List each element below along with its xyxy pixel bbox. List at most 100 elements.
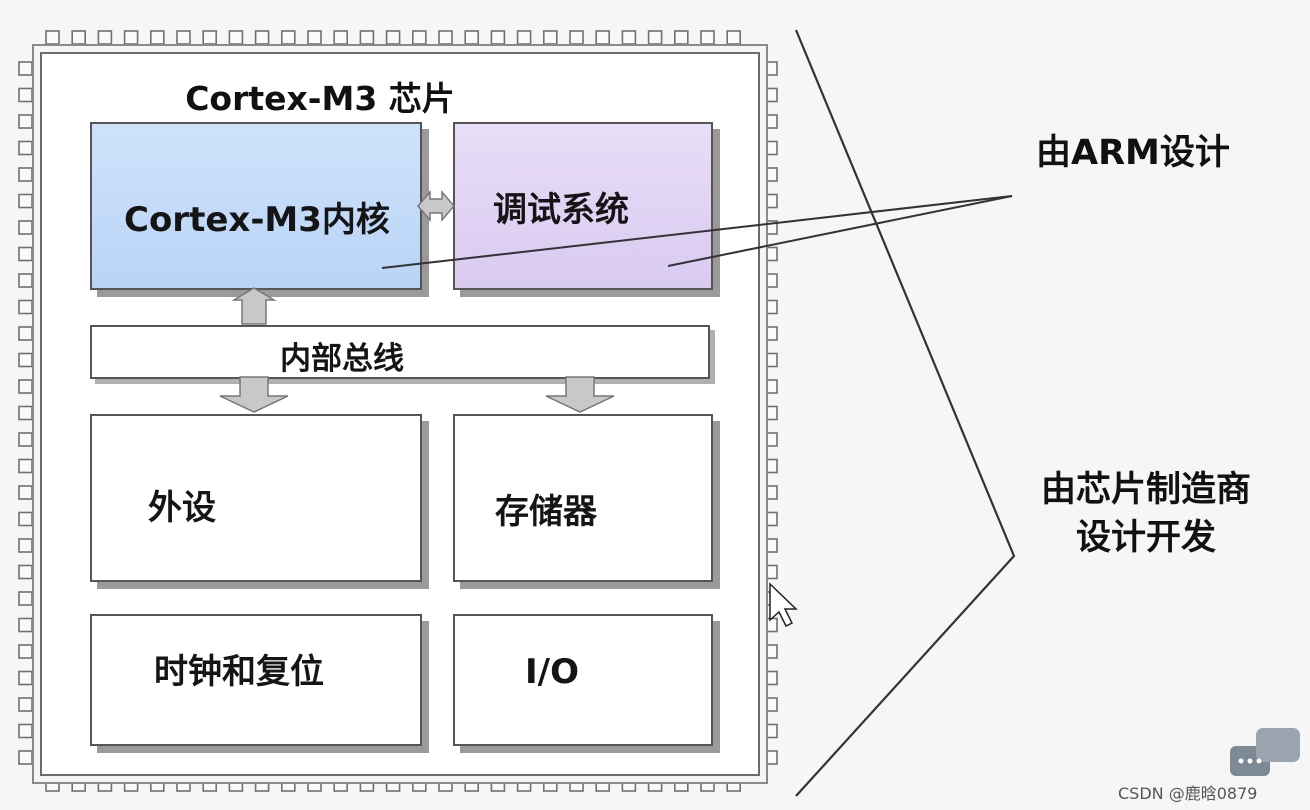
- chip-pin-left: [18, 61, 33, 76]
- io-label: I/O: [525, 652, 579, 692]
- chip-pin-bottom: [490, 777, 506, 792]
- chip-pins: [18, 30, 778, 792]
- chip-pin-bottom: [150, 777, 165, 792]
- chip-pin-left: [18, 697, 33, 712]
- core-block: Cortex-M3内核: [90, 122, 422, 290]
- chip-pin-top: [569, 30, 584, 45]
- chip-pin-top: [700, 30, 715, 45]
- memory-label: 存储器: [495, 492, 597, 532]
- chip-pin-top: [280, 30, 296, 45]
- chip-pin-top: [647, 30, 663, 45]
- chip-pin-left: [18, 723, 33, 739]
- chip-pin-bottom: [359, 777, 375, 792]
- peripherals-label: 外设: [148, 488, 216, 528]
- chip-pin-top: [228, 30, 244, 45]
- chip-pin-top: [254, 30, 270, 45]
- chip-pin-bottom: [202, 777, 217, 792]
- chip-pin-left: [18, 352, 33, 368]
- chip-pin-bottom: [280, 777, 296, 792]
- chip-pin-right: [763, 564, 778, 580]
- chip-pin-bottom: [700, 777, 715, 792]
- chip-pin-top: [359, 30, 375, 45]
- chip-pin-top: [490, 30, 506, 45]
- chip-pin-top: [542, 30, 558, 45]
- chip-pin-top: [464, 30, 480, 45]
- chip-pin-top: [621, 30, 637, 45]
- chip-pin-left: [18, 538, 33, 553]
- chip-pin-bottom: [71, 777, 86, 792]
- chip-pin-bottom: [254, 777, 270, 792]
- core-debug-double-arrow: [417, 189, 455, 223]
- chip-pin-bottom: [595, 777, 611, 792]
- chip-pin-top: [385, 30, 401, 45]
- chip-pin-right: [763, 114, 778, 129]
- chip-pin-right: [763, 273, 778, 288]
- memory-block: 存储器: [453, 414, 713, 582]
- chip-pin-top: [516, 30, 532, 45]
- chip-pin-left: [18, 750, 33, 765]
- chip-pin-left: [18, 644, 33, 659]
- chip-pin-bottom: [726, 777, 742, 792]
- chip-pin-left: [18, 511, 33, 527]
- chip-pin-left: [18, 405, 33, 421]
- chip-pin-right: [763, 750, 778, 765]
- chip-pin-right: [763, 246, 778, 262]
- chip-pin-right: [763, 193, 778, 209]
- vendor-bracket: [794, 29, 1016, 797]
- chip-pin-bottom: [176, 777, 191, 792]
- chip-pin-left: [18, 299, 33, 315]
- chip-pin-left: [18, 379, 33, 394]
- chip-pin-left: [18, 246, 33, 262]
- chip-pin-right: [763, 723, 778, 739]
- chip-pin-left: [18, 140, 33, 156]
- chip-pin-top: [45, 30, 60, 45]
- chip-pin-bottom: [438, 777, 453, 792]
- chip-pin-right: [763, 511, 778, 527]
- chip-pin-left: [18, 591, 33, 606]
- chip-pin-bottom: [542, 777, 558, 792]
- chip-pin-left: [18, 193, 33, 209]
- chip-pin-top: [307, 30, 322, 45]
- clock-reset-label: 时钟和复位: [154, 652, 324, 692]
- arm-pointer-line-debug: [667, 195, 1013, 267]
- bus-memory-arrow: [545, 376, 615, 413]
- chip-pin-top: [726, 30, 742, 45]
- chip-pin-right: [763, 379, 778, 394]
- chip-pin-top: [411, 30, 427, 45]
- chip-pin-bottom: [97, 777, 113, 792]
- chip-pin-top: [595, 30, 611, 45]
- chip-title: Cortex-M3 芯片: [185, 79, 455, 118]
- chip-pin-left: [18, 485, 33, 500]
- csdn-watermark: CSDN @鹿晗0879: [1118, 784, 1258, 803]
- vendor-note-line-1: 由芯片制造商: [1040, 470, 1251, 510]
- chip-pin-right: [763, 432, 778, 447]
- chip-pin-top: [97, 30, 113, 45]
- chip-pin-right: [763, 61, 778, 76]
- chip-pin-top: [438, 30, 453, 45]
- chip-pin-bottom: [464, 777, 480, 792]
- chip-pin-right: [763, 352, 778, 368]
- io-block: I/O: [453, 614, 713, 746]
- chip-pin-top: [176, 30, 191, 45]
- chip-pin-left: [18, 458, 33, 474]
- chip-pin-left: [18, 167, 33, 182]
- chip-pin-left: [18, 326, 33, 341]
- debug-label: 调试系统: [493, 190, 629, 230]
- chip-pin-left: [18, 114, 33, 129]
- chip-pin-left: [18, 273, 33, 288]
- chip-pin-bottom: [333, 777, 349, 792]
- chip-pin-bottom: [45, 777, 60, 792]
- vendor-design-note: 由芯片制造商 设计开发: [1036, 466, 1256, 562]
- chip-pin-right: [763, 458, 778, 474]
- chip-pin-bottom: [228, 777, 244, 792]
- chip-pin-left: [18, 220, 33, 235]
- chip-pin-left: [18, 617, 33, 633]
- chip-pin-right: [763, 538, 778, 553]
- chip-pin-right: [763, 167, 778, 182]
- chip-pin-right: [763, 644, 778, 659]
- bus-peripherals-arrow: [219, 376, 289, 413]
- chip-pin-right: [763, 697, 778, 712]
